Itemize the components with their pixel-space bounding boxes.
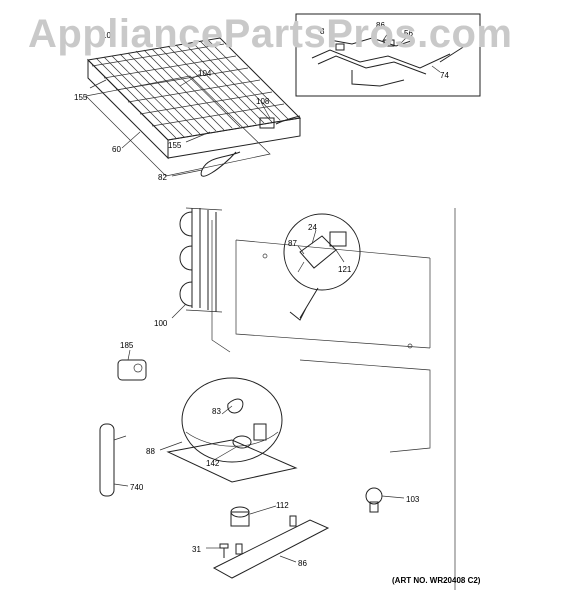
clip-103[interactable] [365,487,383,513]
callout-104: 104 [198,69,212,78]
condenser-coil[interactable] [179,207,223,313]
callout-74: 74 [440,71,449,80]
callout-100: 100 [154,319,168,328]
callout-112: 112 [276,501,289,510]
grommet-112[interactable] [230,506,250,527]
callout-83: 83 [212,407,221,416]
compressor[interactable] [166,377,298,483]
callout-86: 86 [298,559,307,568]
callout-86: 86 [376,21,385,30]
cabinet-back [211,208,456,590]
direction-arrow [289,287,319,321]
evaporator[interactable] [86,37,302,177]
callout-108: 108 [256,97,270,106]
callout-185: 185 [120,341,134,350]
overload-185[interactable] [117,359,147,381]
callout-82: 82 [158,173,167,182]
callout-121: 121 [338,265,352,274]
callout-8: 8 [320,27,325,36]
site-watermark: AppliancePartsPros.com [28,12,513,56]
leader-lines [89,29,441,563]
callout-60: 60 [112,145,121,154]
art-number: (ART NO. WR20408 C2) [392,576,481,585]
callout-740: 740 [130,483,144,492]
relay-detail[interactable] [283,213,361,291]
callout-24: 24 [308,223,317,232]
callout-155: 155 [74,93,88,102]
callout-101: 101 [102,31,116,40]
callout-labels: 104 101 155 108 60 155 82 8 86 56 74 24 … [74,21,449,568]
callout-103: 103 [406,495,420,504]
callout-87: 87 [288,239,297,248]
callout-31: 31 [192,545,201,554]
base-plate-86[interactable] [212,515,330,579]
callout-155: 155 [168,141,182,150]
callout-142: 142 [206,459,220,468]
callout-56: 56 [404,29,413,38]
drip-tray[interactable] [85,75,271,177]
callout-88: 88 [146,447,155,456]
screw-31[interactable] [219,543,229,558]
wiring-inset[interactable] [295,13,481,97]
dryer-740[interactable] [99,423,127,497]
